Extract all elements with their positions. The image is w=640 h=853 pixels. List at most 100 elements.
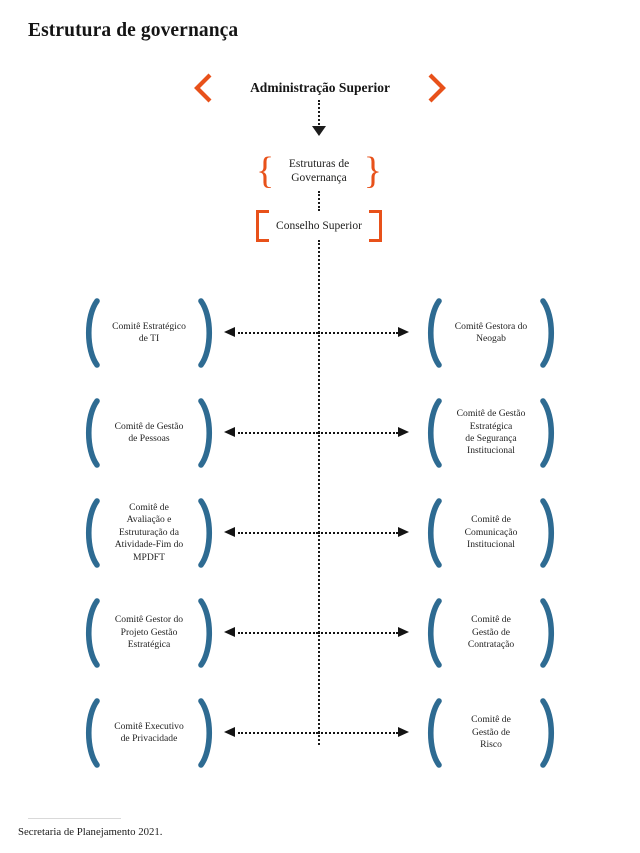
committee-label-line: Comitê Executivo (114, 720, 184, 732)
horizontal-connector-left (238, 532, 318, 534)
square-bracket-right-icon (369, 209, 382, 242)
curly-brace-left-icon: { (256, 150, 275, 192)
committee-label: Comitê de Gestão Estratégica de Seguranç… (439, 408, 543, 458)
arrowhead-left-icon (224, 427, 235, 437)
committee-label: Comitê de Gestão de Risco (439, 714, 543, 751)
committee-label-line: Estruturação da (119, 526, 179, 538)
committee-label: Comitê Estratégico de TI (97, 321, 201, 346)
parenthesis-left-icon (80, 698, 102, 768)
committee-label: Comitê Executivo de Privacidade (97, 721, 201, 746)
arrowhead-left-icon (224, 527, 235, 537)
committee-label-line: Comitê Estratégico (112, 320, 186, 332)
committee-label-line: Institucional (467, 539, 515, 551)
arrowhead-right-icon (398, 427, 409, 437)
parenthesis-right-icon (196, 598, 218, 668)
footer-note: Secretaria de Planejamento 2021. (18, 826, 163, 838)
parenthesis-right-icon (196, 298, 218, 368)
committee-label-line: Comitê de (129, 501, 169, 513)
committee-label-line: Comitê Gestora do (454, 320, 528, 332)
committee-label: Comitê de Comunicação Institucional (439, 514, 543, 551)
committee-label-line: Comitê de Gestão (114, 420, 184, 432)
committee-node-comite-executivo-de-privacidade[interactable]: Comitê Executivo de Privacidade (74, 690, 224, 776)
committee-label-line: Comitê de (471, 514, 511, 526)
arrowhead-left-icon (224, 727, 235, 737)
parenthesis-right-icon (538, 598, 560, 668)
parenthesis-left-icon (80, 598, 102, 668)
parenthesis-left-icon (80, 398, 102, 468)
horizontal-connector-right (318, 732, 398, 734)
arrowhead-right-icon (398, 727, 409, 737)
committee-label-line: Avaliação e (126, 514, 172, 526)
node-estruturas-de-governanca-label: Estruturas de Governança (289, 157, 349, 186)
committee-row: Comitê Gestor do Projeto Gestão Estratég… (0, 590, 640, 676)
committee-node-comite-de-gestao-estrategica-de-seguranca-institucional[interactable]: Comitê de Gestão Estratégica de Seguranç… (416, 390, 566, 476)
node-estruturas-de-governanca[interactable]: { Estruturas de Governança } (248, 150, 390, 192)
node-administracao-superior[interactable]: Administração Superior (190, 70, 450, 106)
committee-label-line: Gestão de (471, 726, 511, 738)
footer-divider (28, 818, 121, 819)
committee-label: Comitê de Avaliação e Estruturação da At… (97, 502, 201, 564)
angle-right-icon (426, 72, 448, 104)
committee-label-line: Projeto Gestão (120, 626, 178, 638)
committee-label: Comitê Gestor do Projeto Gestão Estratég… (97, 614, 201, 651)
committee-row: Comitê Estratégico de TI Comitê Gestora … (0, 290, 640, 376)
horizontal-connector-left (238, 432, 318, 434)
committee-node-comite-gestor-do-projeto-gestao-estrategica[interactable]: Comitê Gestor do Projeto Gestão Estratég… (74, 590, 224, 676)
committee-label-line: Comunicação (464, 526, 518, 538)
committee-label-line: de Privacidade (120, 733, 178, 744)
horizontal-connector-left (238, 732, 318, 734)
committee-label: Comitê de Gestão de Contratação (439, 614, 543, 651)
parenthesis-left-icon (422, 498, 444, 568)
parenthesis-left-icon (422, 398, 444, 468)
committee-node-comite-de-avaliacao-e-estruturacao-da-atividade-fim-do-mpdft[interactable]: Comitê de Avaliação e Estruturação da At… (74, 490, 224, 576)
committee-label-line: Comitê Gestor do (114, 614, 184, 626)
horizontal-connector-right (318, 332, 398, 334)
parenthesis-left-icon (80, 498, 102, 568)
committee-row: Comitê Executivo de Privacidade Comitê d… (0, 690, 640, 776)
parenthesis-left-icon (422, 598, 444, 668)
committee-node-comite-de-gestao-de-risco[interactable]: Comitê de Gestão de Risco (416, 690, 566, 776)
committee-label-line: Gestão de (471, 626, 511, 638)
parenthesis-right-icon (538, 398, 560, 468)
estruturas-line-1: Estruturas de (288, 157, 350, 170)
parenthesis-left-icon (422, 698, 444, 768)
estruturas-line-2: Governança (291, 172, 347, 184)
arrowhead-left-icon (224, 627, 235, 637)
committee-node-comite-estrategico-de-ti[interactable]: Comitê Estratégico de TI (74, 290, 224, 376)
committee-label-line: MPDFT (133, 551, 165, 563)
committee-node-comite-de-gestao-de-contratacao[interactable]: Comitê de Gestão de Contratação (416, 590, 566, 676)
committee-label: Comitê Gestora do Neogab (439, 321, 543, 346)
horizontal-connector-left (238, 332, 318, 334)
committee-label-line: de TI (138, 333, 160, 344)
node-administracao-superior-label: Administração Superior (250, 80, 390, 95)
committee-node-comite-de-gestao-de-pessoas[interactable]: Comitê de Gestão de Pessoas (74, 390, 224, 476)
committee-label-line: Comitê de Gestão (456, 408, 526, 420)
arrowhead-right-icon (398, 527, 409, 537)
horizontal-connector-right (318, 632, 398, 634)
vertical-connector-main (318, 240, 320, 745)
page-title: Estrutura de governança (28, 20, 239, 41)
parenthesis-right-icon (196, 398, 218, 468)
committee-label-line: Institucional (467, 445, 515, 457)
square-bracket-left-icon (256, 209, 269, 242)
parenthesis-right-icon (538, 698, 560, 768)
committee-label-line: Estratégica (469, 420, 513, 432)
committee-label-line: Neogab (476, 333, 506, 344)
node-conselho-superior[interactable]: Conselho Superior (250, 209, 388, 242)
arrowhead-right-icon (398, 627, 409, 637)
parenthesis-right-icon (196, 698, 218, 768)
parenthesis-right-icon (196, 498, 218, 568)
angle-left-icon (192, 72, 214, 104)
committee-label-line: Risco (480, 739, 502, 751)
committee-node-comite-de-comunicacao-institucional[interactable]: Comitê de Comunicação Institucional (416, 490, 566, 576)
arrowhead-left-icon (224, 327, 235, 337)
parenthesis-right-icon (538, 498, 560, 568)
committee-label: Comitê de Gestão de Pessoas (97, 421, 201, 446)
committee-label-line: Contratação (467, 639, 515, 651)
committee-node-comite-gestora-do-neogab[interactable]: Comitê Gestora do Neogab (416, 290, 566, 376)
parenthesis-left-icon (80, 298, 102, 368)
committee-row: Comitê de Gestão de Pessoas Comitê de Ge… (0, 390, 640, 476)
arrowhead-right-icon (398, 327, 409, 337)
horizontal-connector-left (238, 632, 318, 634)
parenthesis-right-icon (538, 298, 560, 368)
